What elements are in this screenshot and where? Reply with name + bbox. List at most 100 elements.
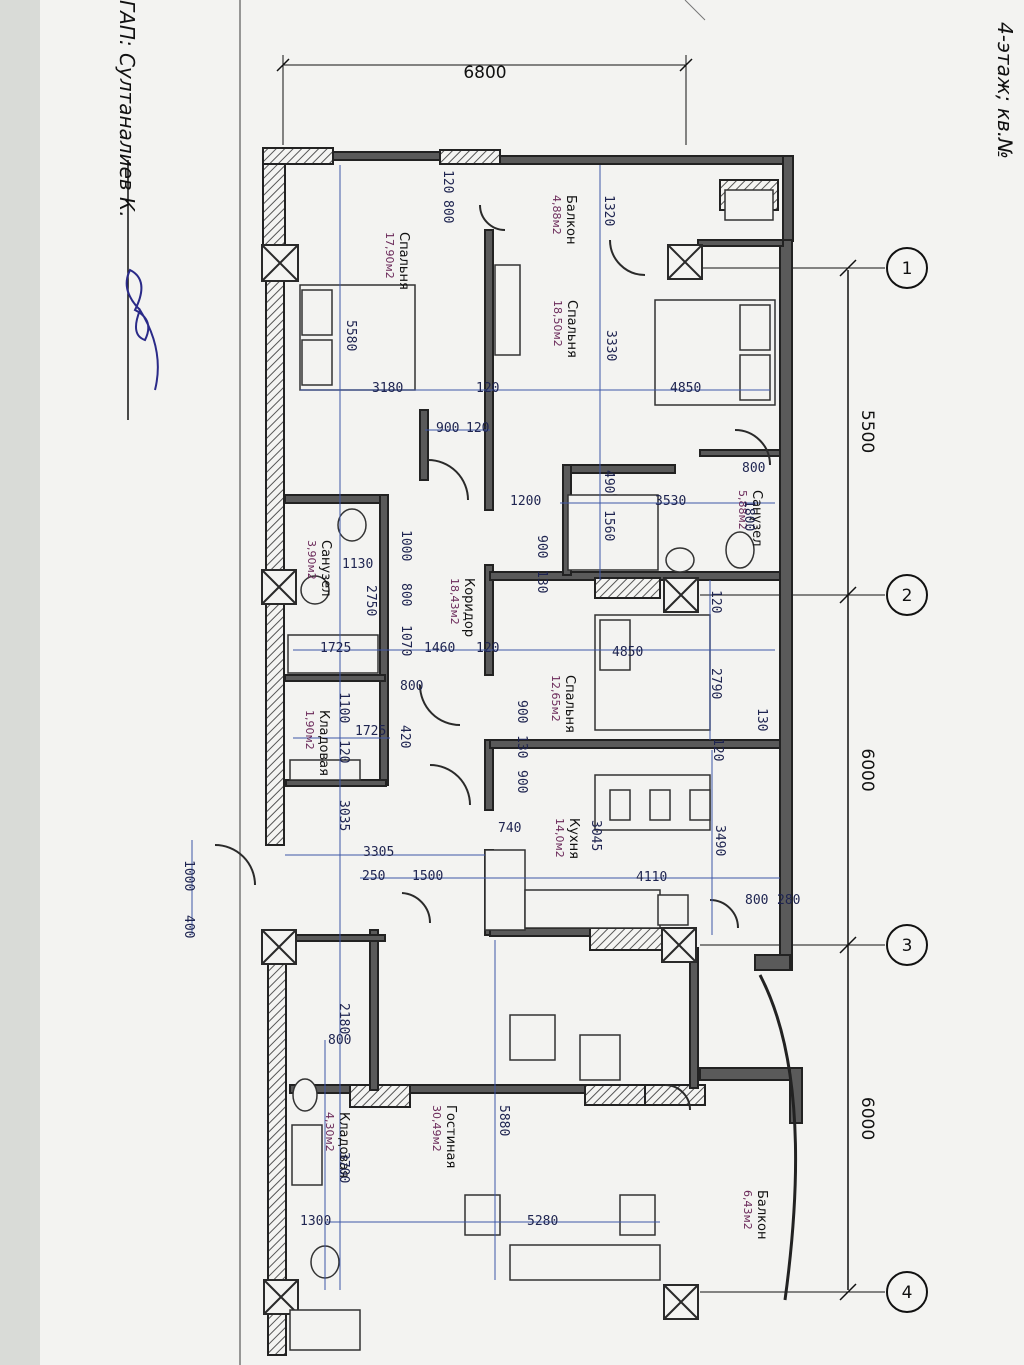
axis-span-1: 5500 (857, 410, 877, 453)
paper-sheet (40, 0, 1024, 1365)
dimension-value: 120 (466, 421, 489, 436)
dimension-value: 3180 (372, 381, 403, 396)
dimension-value: 5580 (343, 320, 358, 351)
dimension-value: 120 (710, 738, 725, 761)
dimension-value: 800 (398, 583, 413, 606)
room-name: Балкон (563, 195, 578, 245)
axis-mark-1: 1 (902, 259, 913, 279)
room-area: 17,90м2 (383, 232, 396, 279)
dimension-value: 490 (601, 470, 616, 493)
axis-tick-1 (839, 259, 857, 277)
top-dimension-value: 6800 (463, 63, 506, 83)
dimension-value: 420 (397, 725, 412, 748)
dimension-value: 5280 (527, 1214, 558, 1229)
top-dimension: 6800 (276, 55, 693, 145)
axis-tick-3 (839, 936, 857, 954)
dimension-value: 130 (754, 708, 769, 731)
axis-bubble-1 (886, 247, 928, 289)
dimension-value: 120 (336, 740, 351, 763)
dimension-value: 1070 (398, 625, 413, 656)
room-area: 6,43м2 (741, 1190, 754, 1230)
dimension-value: 4110 (636, 870, 667, 885)
axis-mark-4: 4 (902, 1283, 913, 1303)
dimension-value: 900 (514, 770, 529, 793)
dimension-value: 3700 (336, 1152, 351, 1183)
dimension-value: 130 (514, 735, 529, 758)
room-area: 4,88м2 (550, 195, 563, 235)
room-name: Санузел (318, 540, 333, 596)
dimension-value: 1000 (398, 530, 413, 561)
room-name: Санузел (749, 490, 764, 546)
dimension-value: 3490 (712, 825, 727, 856)
dimension-value: 1300 (300, 1214, 331, 1229)
dimension-value: 740 (498, 821, 521, 836)
dimension-value: 800 (745, 893, 768, 908)
room-area: 30,49м2 (430, 1105, 443, 1152)
room-name: Коридор (461, 578, 476, 637)
dimension-value: 1500 (412, 869, 443, 884)
room-name: Кладовая (316, 710, 331, 776)
room-name: Балкон (754, 1190, 769, 1240)
axis-span-2: 6000 (857, 748, 877, 791)
room-name: Спальня (562, 675, 577, 733)
dimension-value: 4850 (612, 645, 643, 660)
room-name: Спальня (396, 232, 411, 290)
dimension-value: 3305 (363, 845, 394, 860)
dimension-value: 120 (476, 381, 499, 396)
dimension-value: 2180 (336, 1003, 351, 1034)
room-name: Гостиная (443, 1105, 458, 1168)
dimension-value: 1000 (181, 860, 196, 891)
dimension-value: 1100 (336, 692, 351, 723)
axis-tick-4 (839, 1283, 857, 1301)
dimension-value: 400 (181, 915, 196, 938)
signature-scribble (125, 268, 159, 391)
dimension-value: 120 (476, 641, 499, 656)
floor-label: 4-этаж; кв.№ (993, 22, 1017, 159)
dimension-value: 2790 (708, 668, 723, 699)
dimension-value: 120 (440, 170, 455, 193)
walls (261, 147, 803, 1356)
dimension-value: 1560 (601, 510, 616, 541)
dimension-value: 800 (440, 200, 455, 223)
axis-bubble-3 (886, 924, 928, 966)
dimension-value: 250 (362, 869, 385, 884)
dimension-value: 3045 (588, 820, 603, 851)
dimension-value: 4850 (670, 381, 701, 396)
dimension-value: 1460 (424, 641, 455, 656)
dimension-value: 130 (534, 570, 549, 593)
room-area: 18,50м2 (551, 300, 564, 347)
axis-bubble-4 (886, 1271, 928, 1313)
axis-span-3: 6000 (857, 1097, 877, 1140)
dimension-value: 2750 (363, 585, 378, 616)
dimension-value: 1200 (510, 494, 541, 509)
axis-bubble-2 (886, 574, 928, 616)
dimension-value: 1725 (355, 724, 386, 739)
dimension-value: 5880 (496, 1105, 511, 1136)
dimension-value: 900 (534, 535, 549, 558)
dimension-value: 3530 (655, 494, 686, 509)
room-area: 12,65м2 (549, 675, 562, 722)
axis-mark-2: 2 (902, 586, 913, 606)
room-area: 14,0м2 (553, 818, 566, 858)
dimension-value: 900 (436, 421, 459, 436)
room-name: Кухня (566, 818, 581, 859)
room-area: 3,90м2 (305, 540, 318, 580)
dimension-lines (191, 165, 780, 1290)
room-area: 18,43м2 (448, 578, 461, 625)
room-area: 1,90м2 (303, 710, 316, 750)
dimension-value: 1725 (320, 641, 351, 656)
dimension-value: 900 (514, 700, 529, 723)
dimension-value: 800 (328, 1033, 351, 1048)
dimension-value: 3035 (336, 800, 351, 831)
room-name: Кладовая (336, 1112, 351, 1178)
frame-line-corner (684, 0, 706, 21)
dimension-value: 800 (742, 461, 765, 476)
dimension-value: 280 (777, 893, 800, 908)
dimension-value: 1130 (342, 557, 373, 572)
axis-tick-2 (839, 586, 857, 604)
axis-mark-3: 3 (902, 936, 913, 956)
dimension-value: 120 (708, 590, 723, 613)
signature-label: ГАП: Султаналиев К. (115, 0, 139, 218)
dimension-value: 1320 (601, 195, 616, 226)
